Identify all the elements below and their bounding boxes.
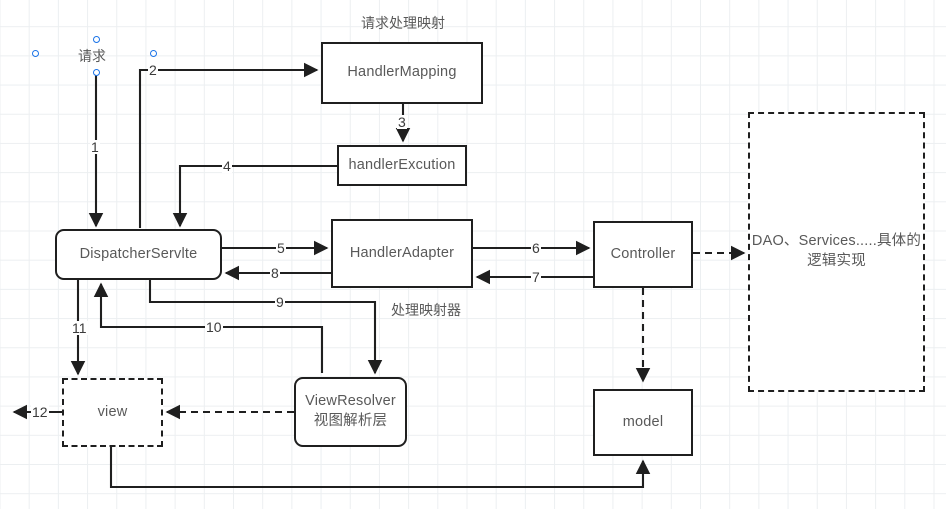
node-view[interactable]: view [62,378,163,447]
selection-handle-bottom[interactable] [93,69,100,76]
edge-label-11: 11 [71,320,88,336]
edge-label-4: 4 [222,158,232,174]
edge-label-6: 6 [531,240,541,256]
edge-4-handlerexcution-to-dispatcher [172,164,337,228]
edge-9-dispatcher-to-viewresolver [148,280,383,375]
edge-label-3: 3 [397,114,407,130]
edge-view-to-model [109,447,651,489]
node-handler-excution-label: handlerExcution [348,156,456,173]
selection-handle-top[interactable] [93,36,100,43]
node-handler-mapping-label: HandlerMapping [347,64,457,81]
edge-label-8: 8 [270,265,280,281]
node-handler-excution[interactable]: handlerExcution [337,145,467,186]
node-handler-adapter[interactable]: HandlerAdapter [331,219,473,288]
node-handler-mapping[interactable]: HandlerMapping [321,42,483,104]
label-handler-mapper[interactable]: 处理映射器 [391,302,461,318]
label-request[interactable]: 请求 [78,48,106,64]
node-dao-services[interactable]: DAO、Services.....具体的 逻辑实现 [748,112,925,392]
node-view-resolver[interactable]: ViewResolver 视图解析层 [294,377,407,447]
edge-label-5: 5 [276,240,286,256]
edge-label-2: 2 [148,62,158,78]
node-dao-services-label-line2: 逻辑实现 [807,253,866,269]
node-view-label: view [97,403,128,420]
edge-2-dispatcher-to-handlermapping [138,62,319,228]
node-handler-adapter-label: HandlerAdapter [349,244,455,261]
node-view-resolver-label-line2: 视图解析层 [313,413,388,429]
node-view-resolver-label-line1: ViewResolver [305,393,396,410]
selection-handle-left[interactable] [32,50,39,57]
node-dispatcher-servlet-label: DispatcherServlte [79,245,198,262]
edge-label-10: 10 [205,319,223,335]
node-model-label: model [622,413,664,430]
edge-label-1: 1 [90,139,100,155]
node-controller-label: Controller [610,245,676,262]
node-dao-services-label-line1: DAO、Services.....具体的 [751,233,922,250]
node-model[interactable]: model [593,389,693,456]
edge-label-9: 9 [275,294,285,310]
edge-label-7: 7 [531,269,541,285]
node-dispatcher-servlet[interactable]: DispatcherServlte [55,229,222,280]
label-request-handling-mapping[interactable]: 请求处理映射 [361,15,445,31]
node-controller[interactable]: Controller [593,221,693,288]
edge-label-12: 12 [31,404,49,420]
selection-handle-right[interactable] [150,50,157,57]
